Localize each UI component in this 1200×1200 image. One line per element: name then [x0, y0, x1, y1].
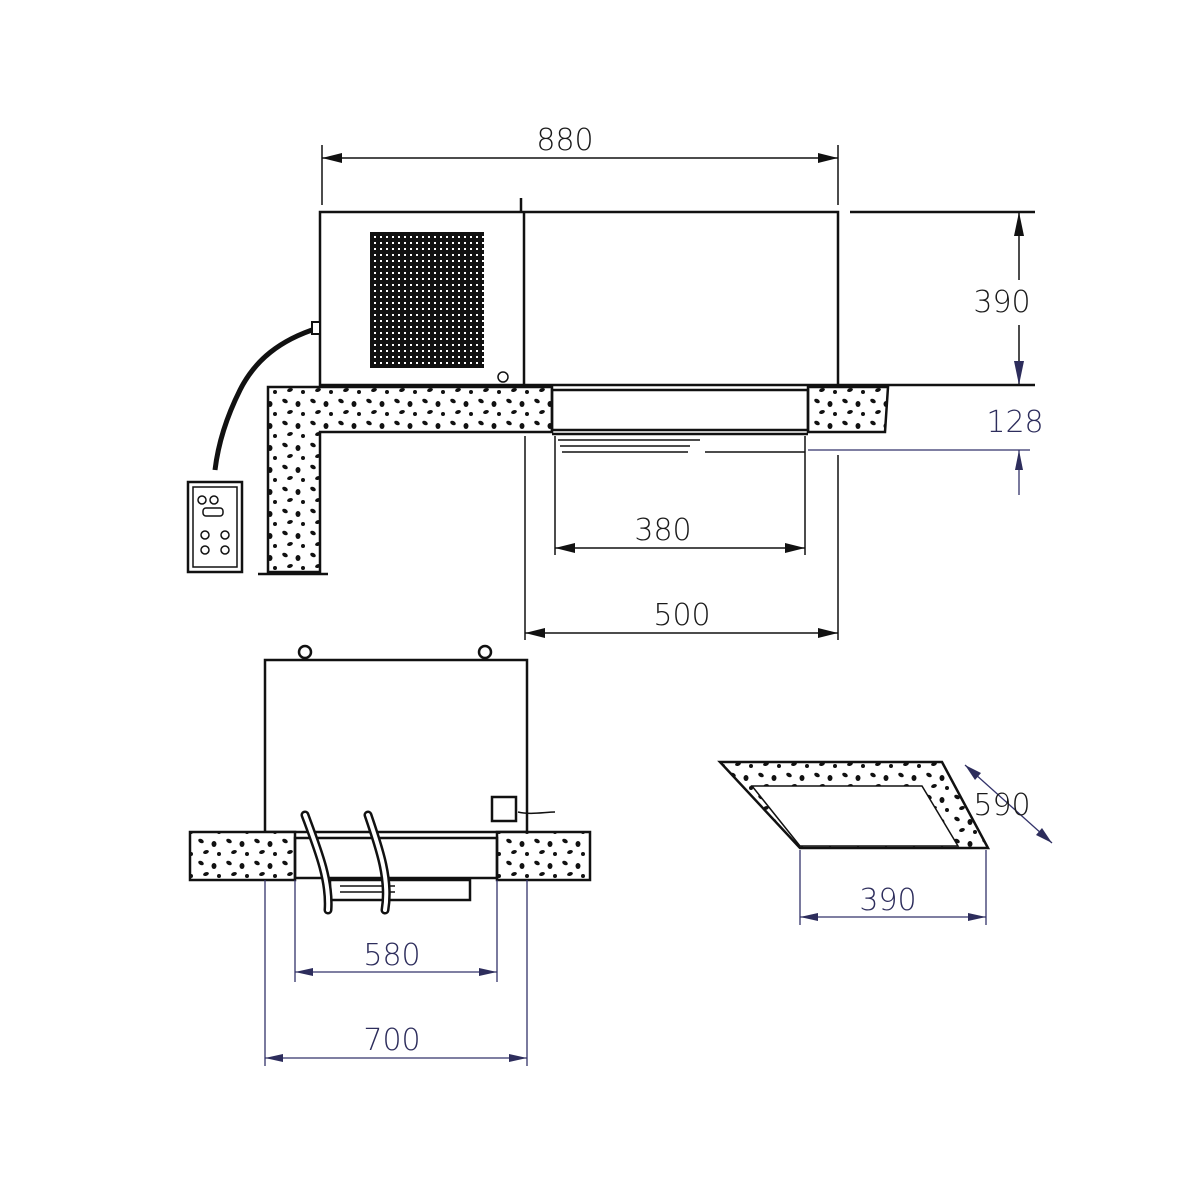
dimension-label-evaporator: 380 [634, 513, 691, 548]
dimension-580: 580 [294, 880, 498, 982]
dimension-label-inner-width: 580 [363, 938, 420, 973]
dimension-390-cutout: 390 [799, 850, 987, 925]
dimension-label-width: 880 [536, 123, 593, 158]
insulation-right [495, 830, 592, 882]
dimension-390-height: 390 [838, 210, 1035, 387]
dimension-700: 700 [264, 880, 528, 1066]
dimension-label-depth: 500 [653, 598, 710, 633]
condenser-grille [370, 232, 484, 368]
condensing-unit [318, 198, 840, 387]
knob-icon [497, 371, 509, 383]
evaporator [550, 388, 810, 453]
cable-and-control-box [186, 321, 321, 574]
side-view: 880 [186, 123, 1044, 640]
dimension-label-outer-width: 700 [363, 1023, 420, 1058]
dimension-label-cutout-length: 590 [973, 788, 1030, 823]
insulation-left [188, 830, 297, 882]
front-view: 580 700 [188, 644, 592, 1066]
dimension-label-cutout-width: 390 [859, 883, 916, 918]
dimension-590: 590 [964, 764, 1053, 844]
dimension-380: 380 [554, 436, 806, 555]
dimension-880: 880 [321, 123, 839, 205]
ceiling-insulation [258, 385, 890, 576]
dimension-label-height: 390 [973, 285, 1030, 320]
ceiling-cutout-view: 590 390 [717, 760, 1053, 925]
dimension-label-ceiling: 128 [986, 405, 1043, 440]
dimension-128: 128 [808, 405, 1044, 495]
dimension-500: 500 [524, 436, 839, 640]
